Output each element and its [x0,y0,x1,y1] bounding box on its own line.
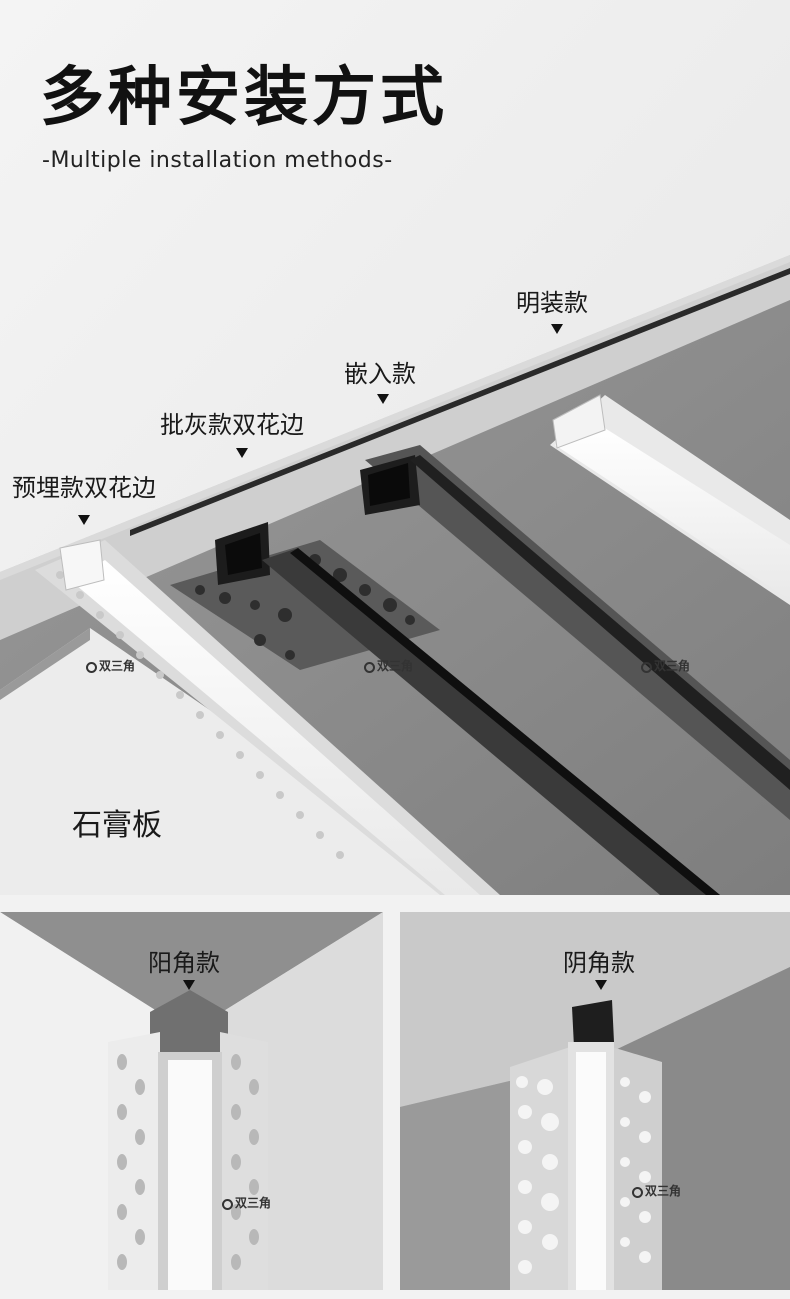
down-triangle-icon [78,515,90,525]
brand-logo: 双三角 [641,657,690,674]
outer-corner-illustration [0,912,383,1290]
brand-logo: 双三角 [86,657,135,674]
ceiling-illustration [0,0,790,895]
down-triangle-icon [183,980,195,990]
brand-logo-icon [364,662,375,673]
brand-logo: 双三角 [364,657,413,674]
label-outer-corner: 阳角款 [148,949,220,977]
main-scene: 多种安装方式 -Multiple installation methods- 明… [0,0,790,895]
down-triangle-icon [236,448,248,458]
down-triangle-icon [595,980,607,990]
board-label: 石膏板 [72,808,162,843]
down-triangle-icon [377,394,389,404]
brand-logo: 双三角 [632,1182,681,1199]
brand-logo-icon [641,662,652,673]
inner-corner-illustration [400,912,790,1290]
brand-logo-icon [222,1199,233,1210]
label-recessed: 嵌入款 [344,360,416,388]
label-surface-mount: 明装款 [516,289,588,317]
outer-corner-panel: 阳角款 双三角 [0,912,383,1290]
label-plaster-flange: 批灰款双花边 [160,411,304,439]
label-inner-corner: 阴角款 [563,949,635,977]
brand-logo-icon [632,1187,643,1198]
down-triangle-icon [551,324,563,334]
label-embedded-flange: 预埋款双花边 [12,474,156,502]
page-title: 多种安装方式 [40,61,448,135]
page-subtitle: -Multiple installation methods- [42,148,393,173]
brand-logo-icon [86,662,97,673]
inner-corner-panel: 阴角款 双三角 [400,912,790,1290]
brand-logo: 双三角 [222,1194,271,1211]
